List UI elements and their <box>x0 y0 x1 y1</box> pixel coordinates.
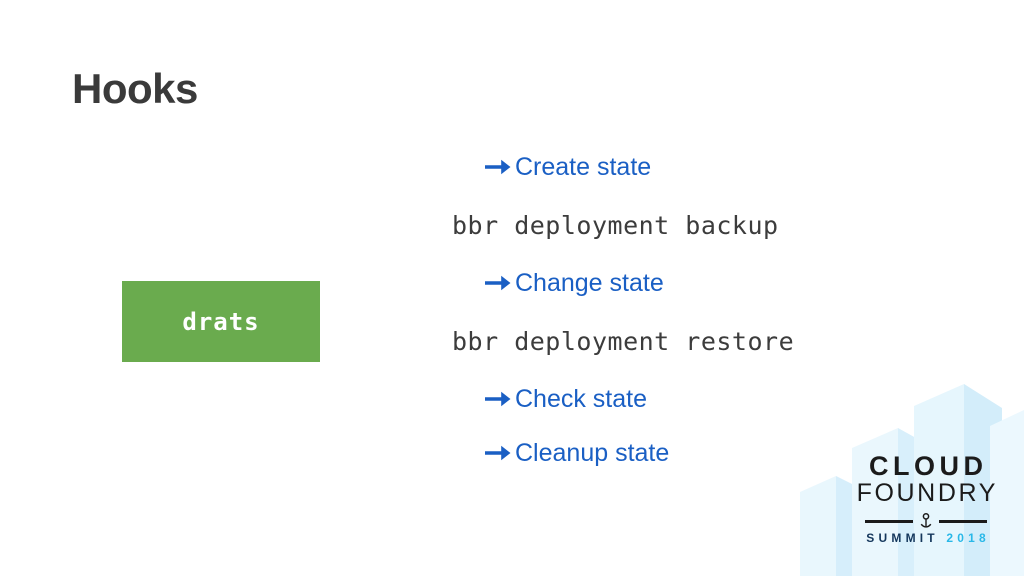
arrow-right-icon <box>485 390 515 408</box>
step-label: Change state <box>515 268 664 297</box>
step-item-change-state: Change state <box>452 264 892 302</box>
step-item-cleanup-state: Cleanup state <box>452 434 892 472</box>
logo-text-foundry: FOUNDRY <box>856 479 998 508</box>
logo-text-cloud: CLOUD <box>869 451 988 481</box>
cloud-foundry-summit-logo: CLOUD FOUNDRY SUMMIT 2018 <box>845 452 1007 544</box>
steps-list: Create state bbr deployment backup Chang… <box>452 148 892 472</box>
page-title: Hooks <box>72 65 198 112</box>
command-restore: bbr deployment restore <box>452 326 795 356</box>
logo-text-summit: SUMMIT <box>866 530 939 545</box>
spacer <box>452 360 892 380</box>
logo-divider <box>845 512 1007 530</box>
tool-box-drats: drats <box>122 281 320 362</box>
spacer <box>452 418 892 434</box>
divider-line-right <box>939 519 987 523</box>
logo-summit-line: SUMMIT 2018 <box>845 532 1007 544</box>
tool-box-label: drats <box>182 307 260 336</box>
arrow-right-icon <box>485 274 515 292</box>
step-item-check-state: Check state <box>452 380 892 418</box>
step-label: Create state <box>515 152 652 181</box>
logo-text-year: 2018 <box>946 530 990 545</box>
spacer <box>452 186 892 206</box>
divider-line-left <box>865 519 913 523</box>
beacon-icon <box>919 512 933 530</box>
arrow-right-icon <box>485 158 515 176</box>
step-item-create-state: Create state <box>452 148 892 186</box>
arrow-right-icon <box>485 444 515 462</box>
step-label: Check state <box>515 384 648 413</box>
spacer <box>452 302 892 322</box>
step-label: Cleanup state <box>515 438 670 467</box>
spacer <box>452 244 892 264</box>
command-backup: bbr deployment backup <box>452 210 779 240</box>
